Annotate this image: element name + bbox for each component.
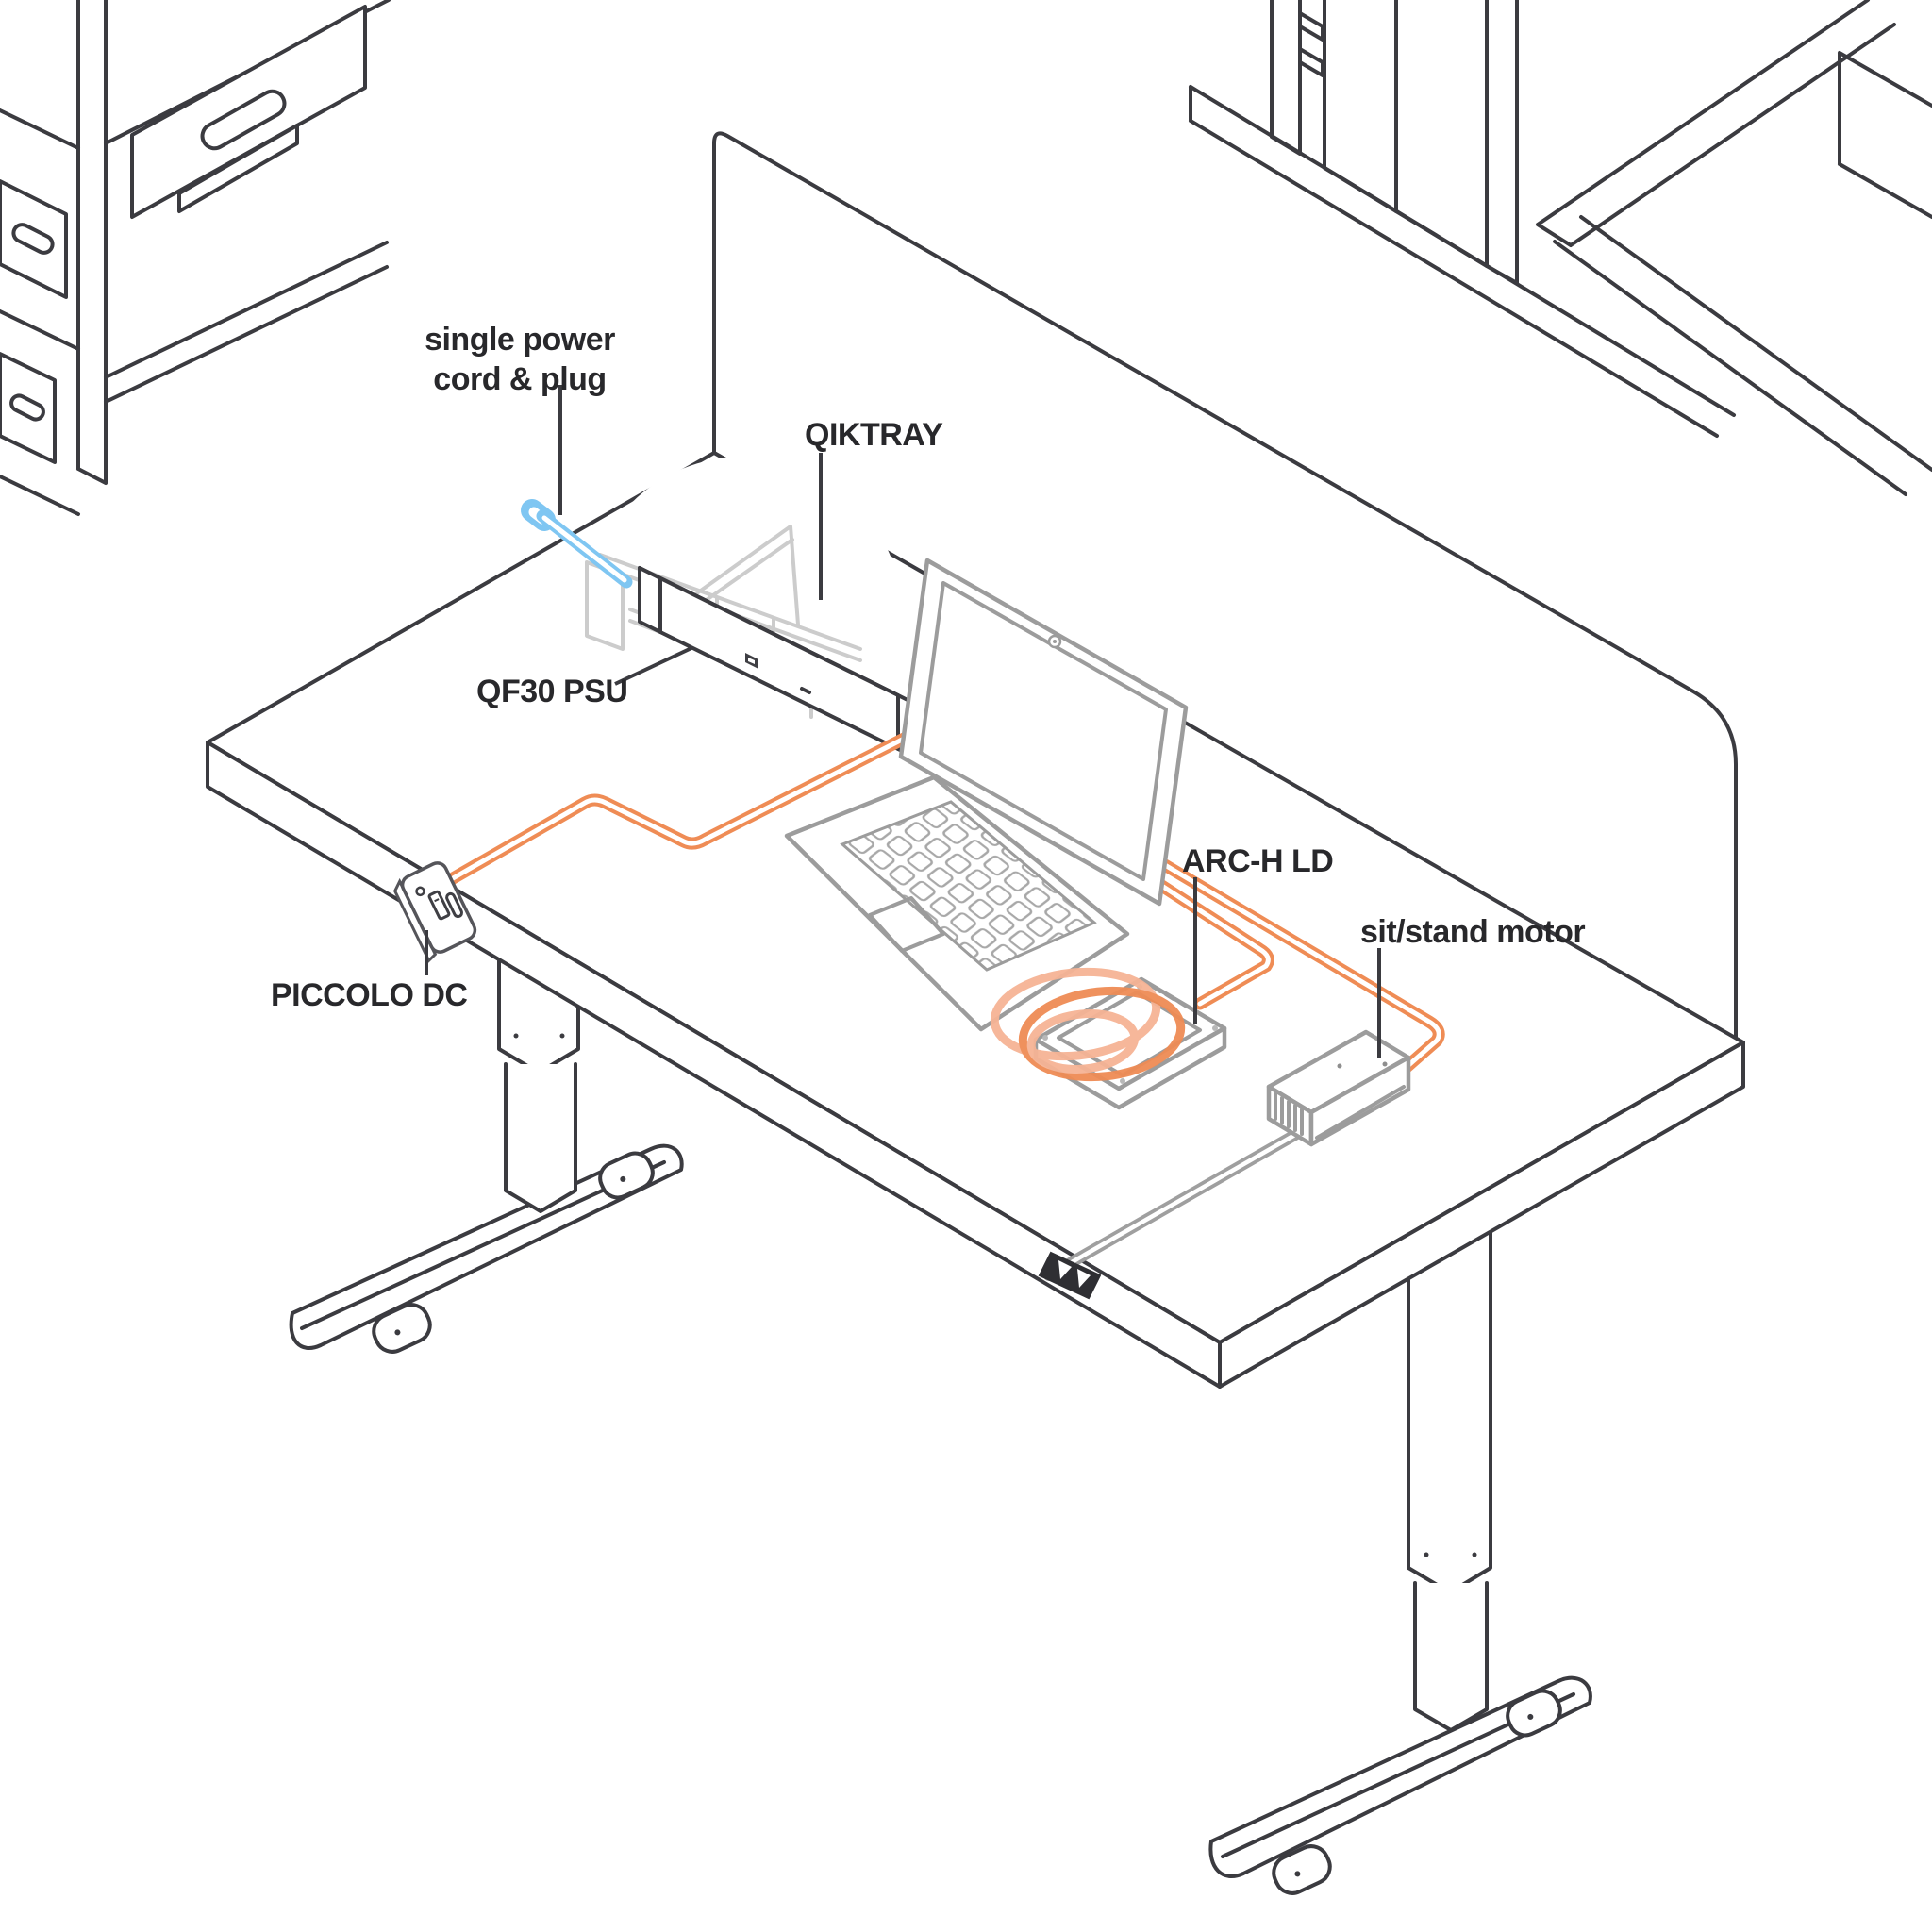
desk-leg-right: [1208, 1229, 1592, 1895]
label-power-cord-line1: single power: [425, 322, 615, 358]
caster-wheel: [598, 1151, 655, 1200]
pad-connector-pins: [1151, 985, 1189, 1008]
cable-clip: [1038, 1251, 1102, 1300]
leaning-board: [1553, 215, 1932, 496]
label-arc-h-ld: ARC-H LD: [1182, 843, 1333, 879]
caster-wheel: [1506, 1689, 1562, 1738]
label-sit-stand-motor: sit/stand motor: [1360, 914, 1585, 950]
usb-a-port: [427, 890, 451, 921]
orange-cable-to-motor: [908, 710, 1445, 1081]
orange-cable-to-pad: [912, 722, 1274, 1010]
book: [1394, 0, 1489, 268]
induction-coil: [990, 967, 1186, 1082]
motor-vent-slots: [1274, 1092, 1304, 1136]
book-tabs: [1298, 11, 1324, 77]
desk-leg-left: [289, 956, 684, 1354]
laptop: [784, 558, 1189, 1032]
caster-wheel: [1272, 1844, 1332, 1895]
label-power-cord-line2: cord & plug: [433, 361, 606, 397]
leg-column-lower: [504, 1062, 577, 1213]
usb-c-port: [445, 891, 464, 919]
leg-foot: [289, 1143, 684, 1350]
label-piccolo-dc: PICCOLO DC: [271, 977, 467, 1013]
leader-qf30-psu: [614, 646, 692, 686]
label-qiktray: QIKTRAY: [805, 417, 943, 453]
privacy-screen: [712, 131, 1738, 1041]
leg-column-lower: [1413, 1581, 1489, 1732]
background-shelf-right: [1189, 0, 1932, 496]
laptop-screen: [898, 558, 1189, 907]
orange-cable-to-piccolo: [435, 727, 920, 891]
book: [1323, 0, 1398, 213]
laptop-trackpad: [868, 896, 945, 953]
book: [1485, 0, 1519, 285]
leg-column-upper: [1407, 1229, 1492, 1594]
label-qf30-psu: QF30 PSU: [476, 674, 627, 709]
book: [1270, 0, 1302, 156]
power-cord: [521, 499, 633, 589]
sit-stand-motor-device: [1266, 1029, 1411, 1147]
leg-foot: [1208, 1675, 1592, 1878]
box-handle-slot: [200, 89, 287, 151]
background-shelf-left: [0, 0, 391, 516]
power-button-icon: [415, 886, 425, 897]
caster-wheel: [372, 1303, 432, 1354]
